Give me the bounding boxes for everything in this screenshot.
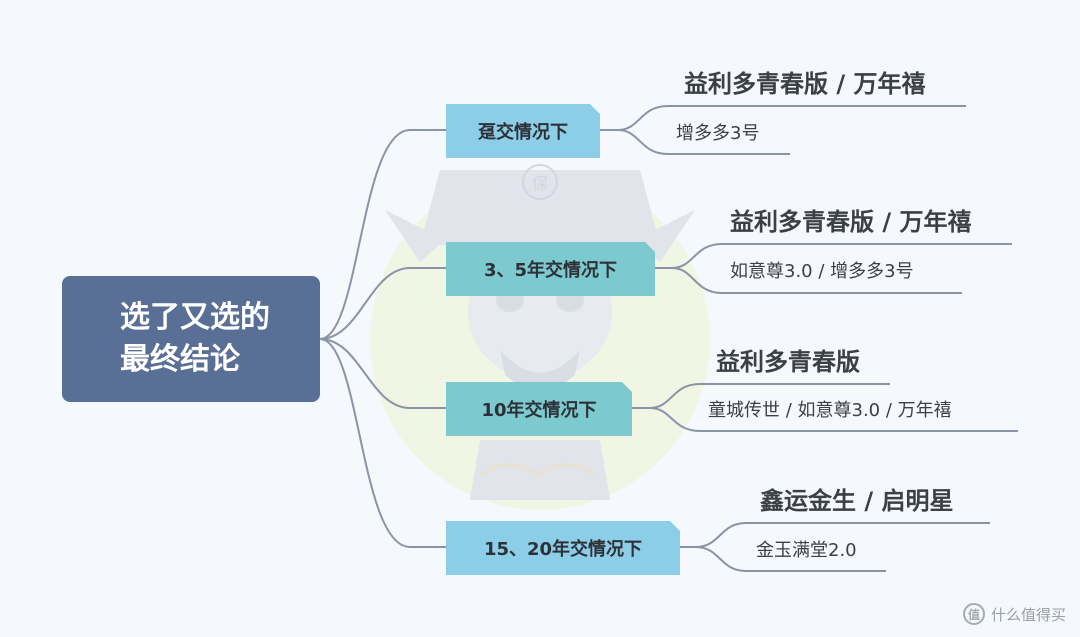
secondary-recommendation: 如意尊3.0 / 增多多3号: [730, 261, 914, 282]
root-title: 选了又选的 最终结论: [120, 297, 270, 381]
root-node[interactable]: 选了又选的 最终结论: [62, 276, 320, 402]
watermark-text: 什么值得买: [990, 605, 1066, 624]
branch-node-3-5-year[interactable]: 3、5年交情况下: [446, 242, 655, 296]
secondary-recommendation: 童城传世 / 如意尊3.0 / 万年禧: [708, 400, 952, 421]
primary-recommendation: 益利多青春版 / 万年禧: [684, 70, 926, 98]
secondary-recommendation: 增多多3号: [676, 123, 760, 144]
branch-node-15-20-year[interactable]: 15、20年交情况下: [446, 521, 680, 575]
connector-lines: [319, 105, 1018, 572]
root-title-line-1: 选了又选的: [120, 300, 270, 335]
zhi-logo-icon: 值: [962, 603, 985, 625]
primary-recommendation: 益利多青春版 / 万年禧: [730, 208, 972, 236]
primary-recommendation: 益利多青春版: [716, 348, 860, 376]
branch-node-single-premium[interactable]: 趸交情况下: [446, 104, 600, 158]
root-title-line-2: 最终结论: [120, 342, 240, 377]
secondary-recommendation: 金玉满堂2.0: [756, 540, 857, 561]
branch-node-10-year[interactable]: 10年交情况下: [446, 382, 632, 436]
watermark: 值 什么值得买: [962, 603, 1066, 625]
mascot-illustration: 保: [370, 164, 710, 510]
mascot-seal-text: 保: [532, 174, 548, 193]
primary-recommendation: 鑫运金生 / 启明星: [760, 487, 954, 515]
